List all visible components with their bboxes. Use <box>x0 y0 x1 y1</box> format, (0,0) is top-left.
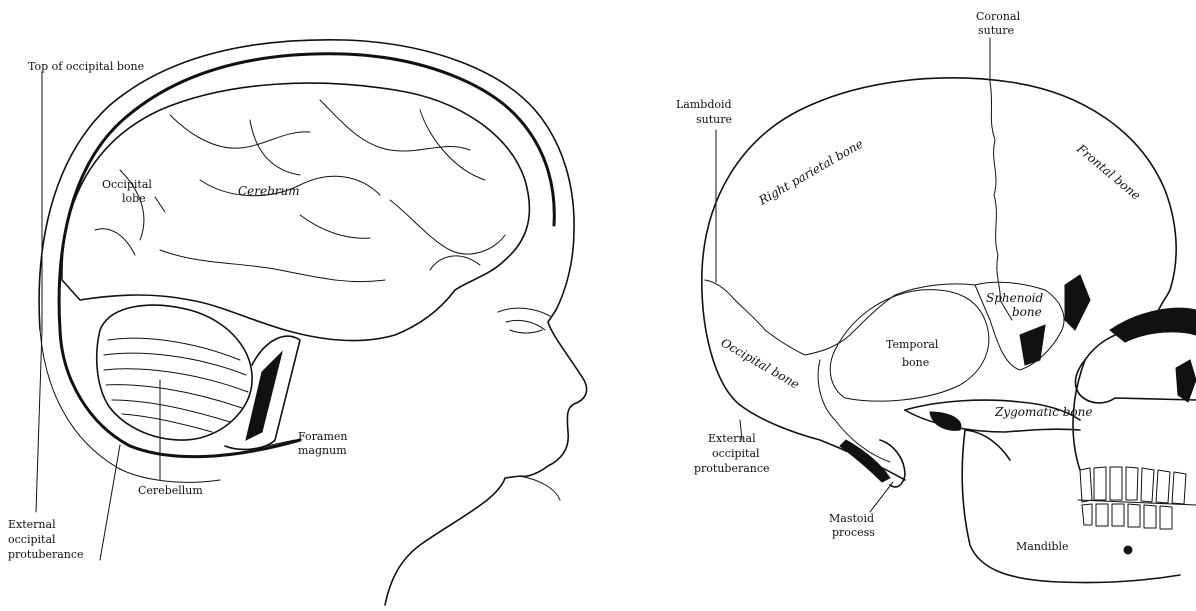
skull-illustration <box>702 38 1196 583</box>
right-pointer-lines <box>716 38 990 512</box>
label-cerebrum: Cerebrum <box>238 184 300 198</box>
label-lambdoid: Lambdoid <box>676 98 732 111</box>
cerebellum-folia <box>104 338 248 432</box>
label-sphenoid-2: bone <box>1012 305 1042 319</box>
label-foramen: Foramen <box>298 430 348 443</box>
head-brain-illustration <box>36 40 587 605</box>
head-outline <box>39 40 586 605</box>
brain-folds <box>95 100 505 282</box>
label-ext-occ-right-2: occipital <box>712 447 760 460</box>
cranium-outline <box>702 78 1176 405</box>
label-sphenoid: Sphenoid <box>986 291 1044 305</box>
label-coronal: Coronal <box>976 10 1021 23</box>
label-mastoid: Mastoid <box>829 512 874 525</box>
label-coronal-2: suture <box>978 24 1014 37</box>
label-frontal: Frontal bone <box>1073 141 1143 203</box>
label-ext-occ-left-2: occipital <box>8 533 56 546</box>
label-ext-occ-left: External <box>8 518 56 531</box>
label-occipital-lobe-2: lobe <box>122 192 146 205</box>
face-features <box>498 308 560 500</box>
label-ext-occ-right: External <box>708 432 756 445</box>
label-occipital-bone: Occipital bone <box>719 335 802 391</box>
label-cerebellum: Cerebellum <box>138 484 203 497</box>
label-mastoid-2: process <box>832 526 875 539</box>
label-mandible: Mandible <box>1016 540 1069 553</box>
label-lambdoid-2: suture <box>696 113 732 126</box>
label-temporal-2: bone <box>902 356 929 369</box>
label-ext-occ-left-3: protuberance <box>8 548 84 561</box>
label-zygomatic: Zygomatic bone <box>994 405 1093 419</box>
cerebrum-shape <box>62 83 530 340</box>
coronal-suture <box>990 82 1012 320</box>
teeth <box>1078 467 1196 529</box>
label-right-parietal: Right parietal bone <box>756 137 866 209</box>
orbit <box>1110 308 1196 342</box>
label-ext-occ-right-3: protuberance <box>694 462 770 475</box>
label-foramen-2: magnum <box>298 444 347 457</box>
label-top-occipital: Top of occipital bone <box>28 60 144 73</box>
mandible-outline <box>962 430 1180 583</box>
label-occipital-lobe: Occipital <box>102 178 152 191</box>
mental-foramen <box>1124 546 1132 554</box>
label-temporal: Temporal <box>886 338 939 351</box>
